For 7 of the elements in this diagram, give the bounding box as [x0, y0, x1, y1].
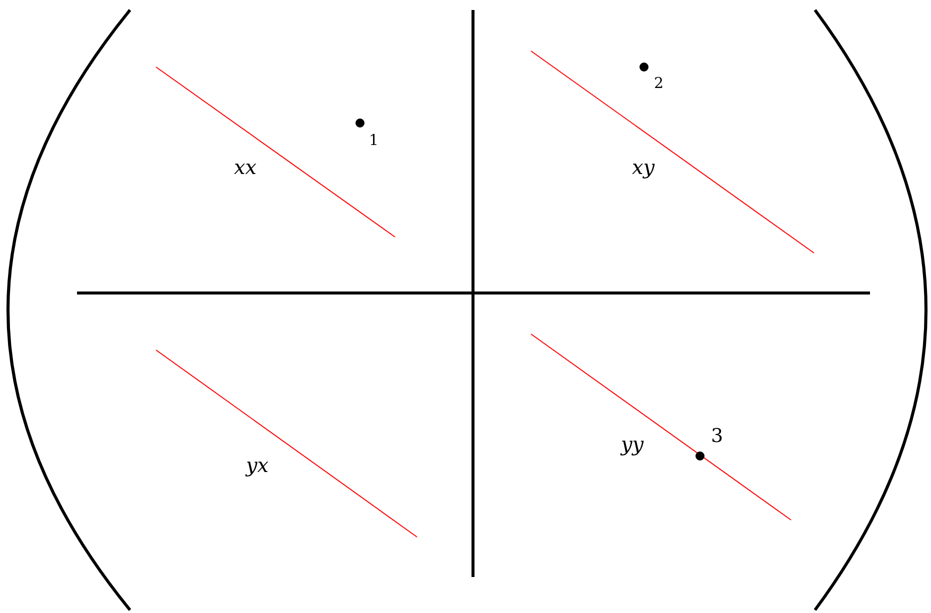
matrix-entry-label: xy: [632, 157, 655, 177]
point-number: 1: [369, 133, 379, 148]
point-number: 3: [711, 427, 724, 446]
matrix-entry-label: yx: [246, 455, 269, 475]
point-number: 2: [654, 76, 664, 91]
matrix-entry-label: xx: [234, 157, 257, 177]
matrix-entry-label: yy: [621, 434, 644, 454]
